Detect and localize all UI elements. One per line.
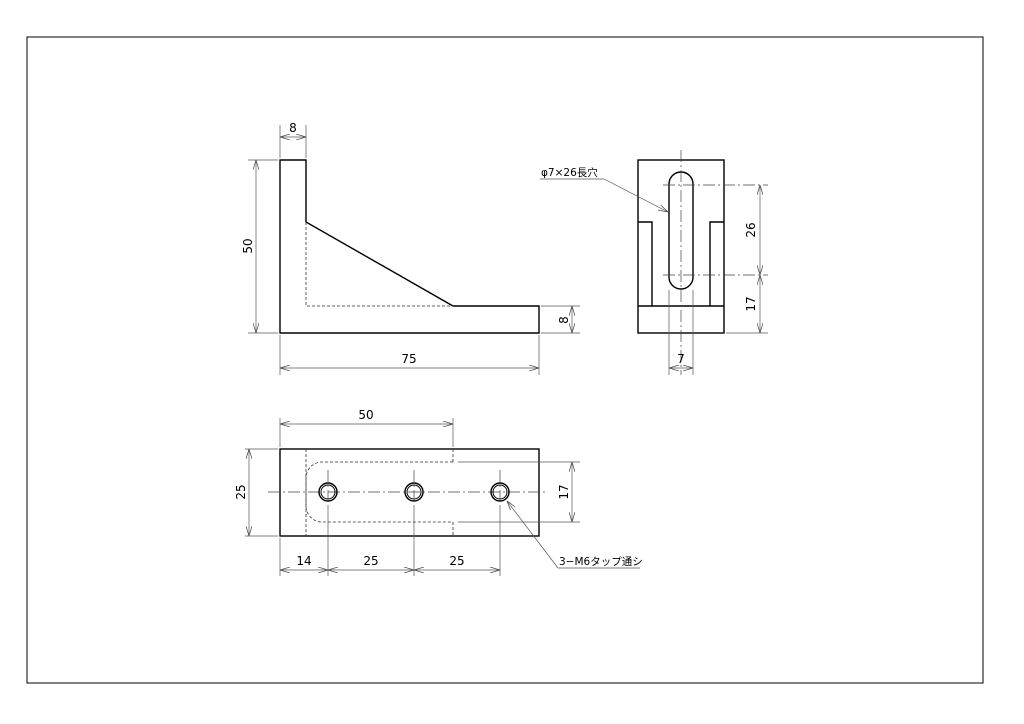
dim-slot-span: 17 — [557, 484, 571, 499]
dim-edge-to-hole: 14 — [296, 554, 311, 568]
side-view: 26 17 7 φ7×26長穴 — [540, 150, 768, 375]
dim-slot-width: 7 — [677, 352, 685, 366]
dim-slot-length: 26 — [744, 222, 758, 237]
dim-length: 75 — [401, 352, 416, 366]
dim-pitch-1: 25 — [363, 554, 378, 568]
dim-slot-offset: 17 — [744, 296, 758, 311]
dim-top-width: 8 — [289, 121, 297, 135]
dim-depth: 25 — [234, 484, 248, 499]
front-view: 8 50 8 75 — [241, 121, 580, 375]
dim-pitch-2: 25 — [449, 554, 464, 568]
dim-height: 50 — [241, 238, 255, 253]
drawing-border — [26, 36, 984, 684]
dim-base-thickness: 8 — [557, 316, 571, 324]
hole-note: 3−M6タップ通シ — [559, 556, 643, 568]
top-view: 17 25 50 14 25 25 3−M6タップ通シ — [234, 408, 643, 576]
slot-note: φ7×26長穴 — [541, 166, 598, 179]
dim-hidden-length: 50 — [358, 408, 373, 422]
